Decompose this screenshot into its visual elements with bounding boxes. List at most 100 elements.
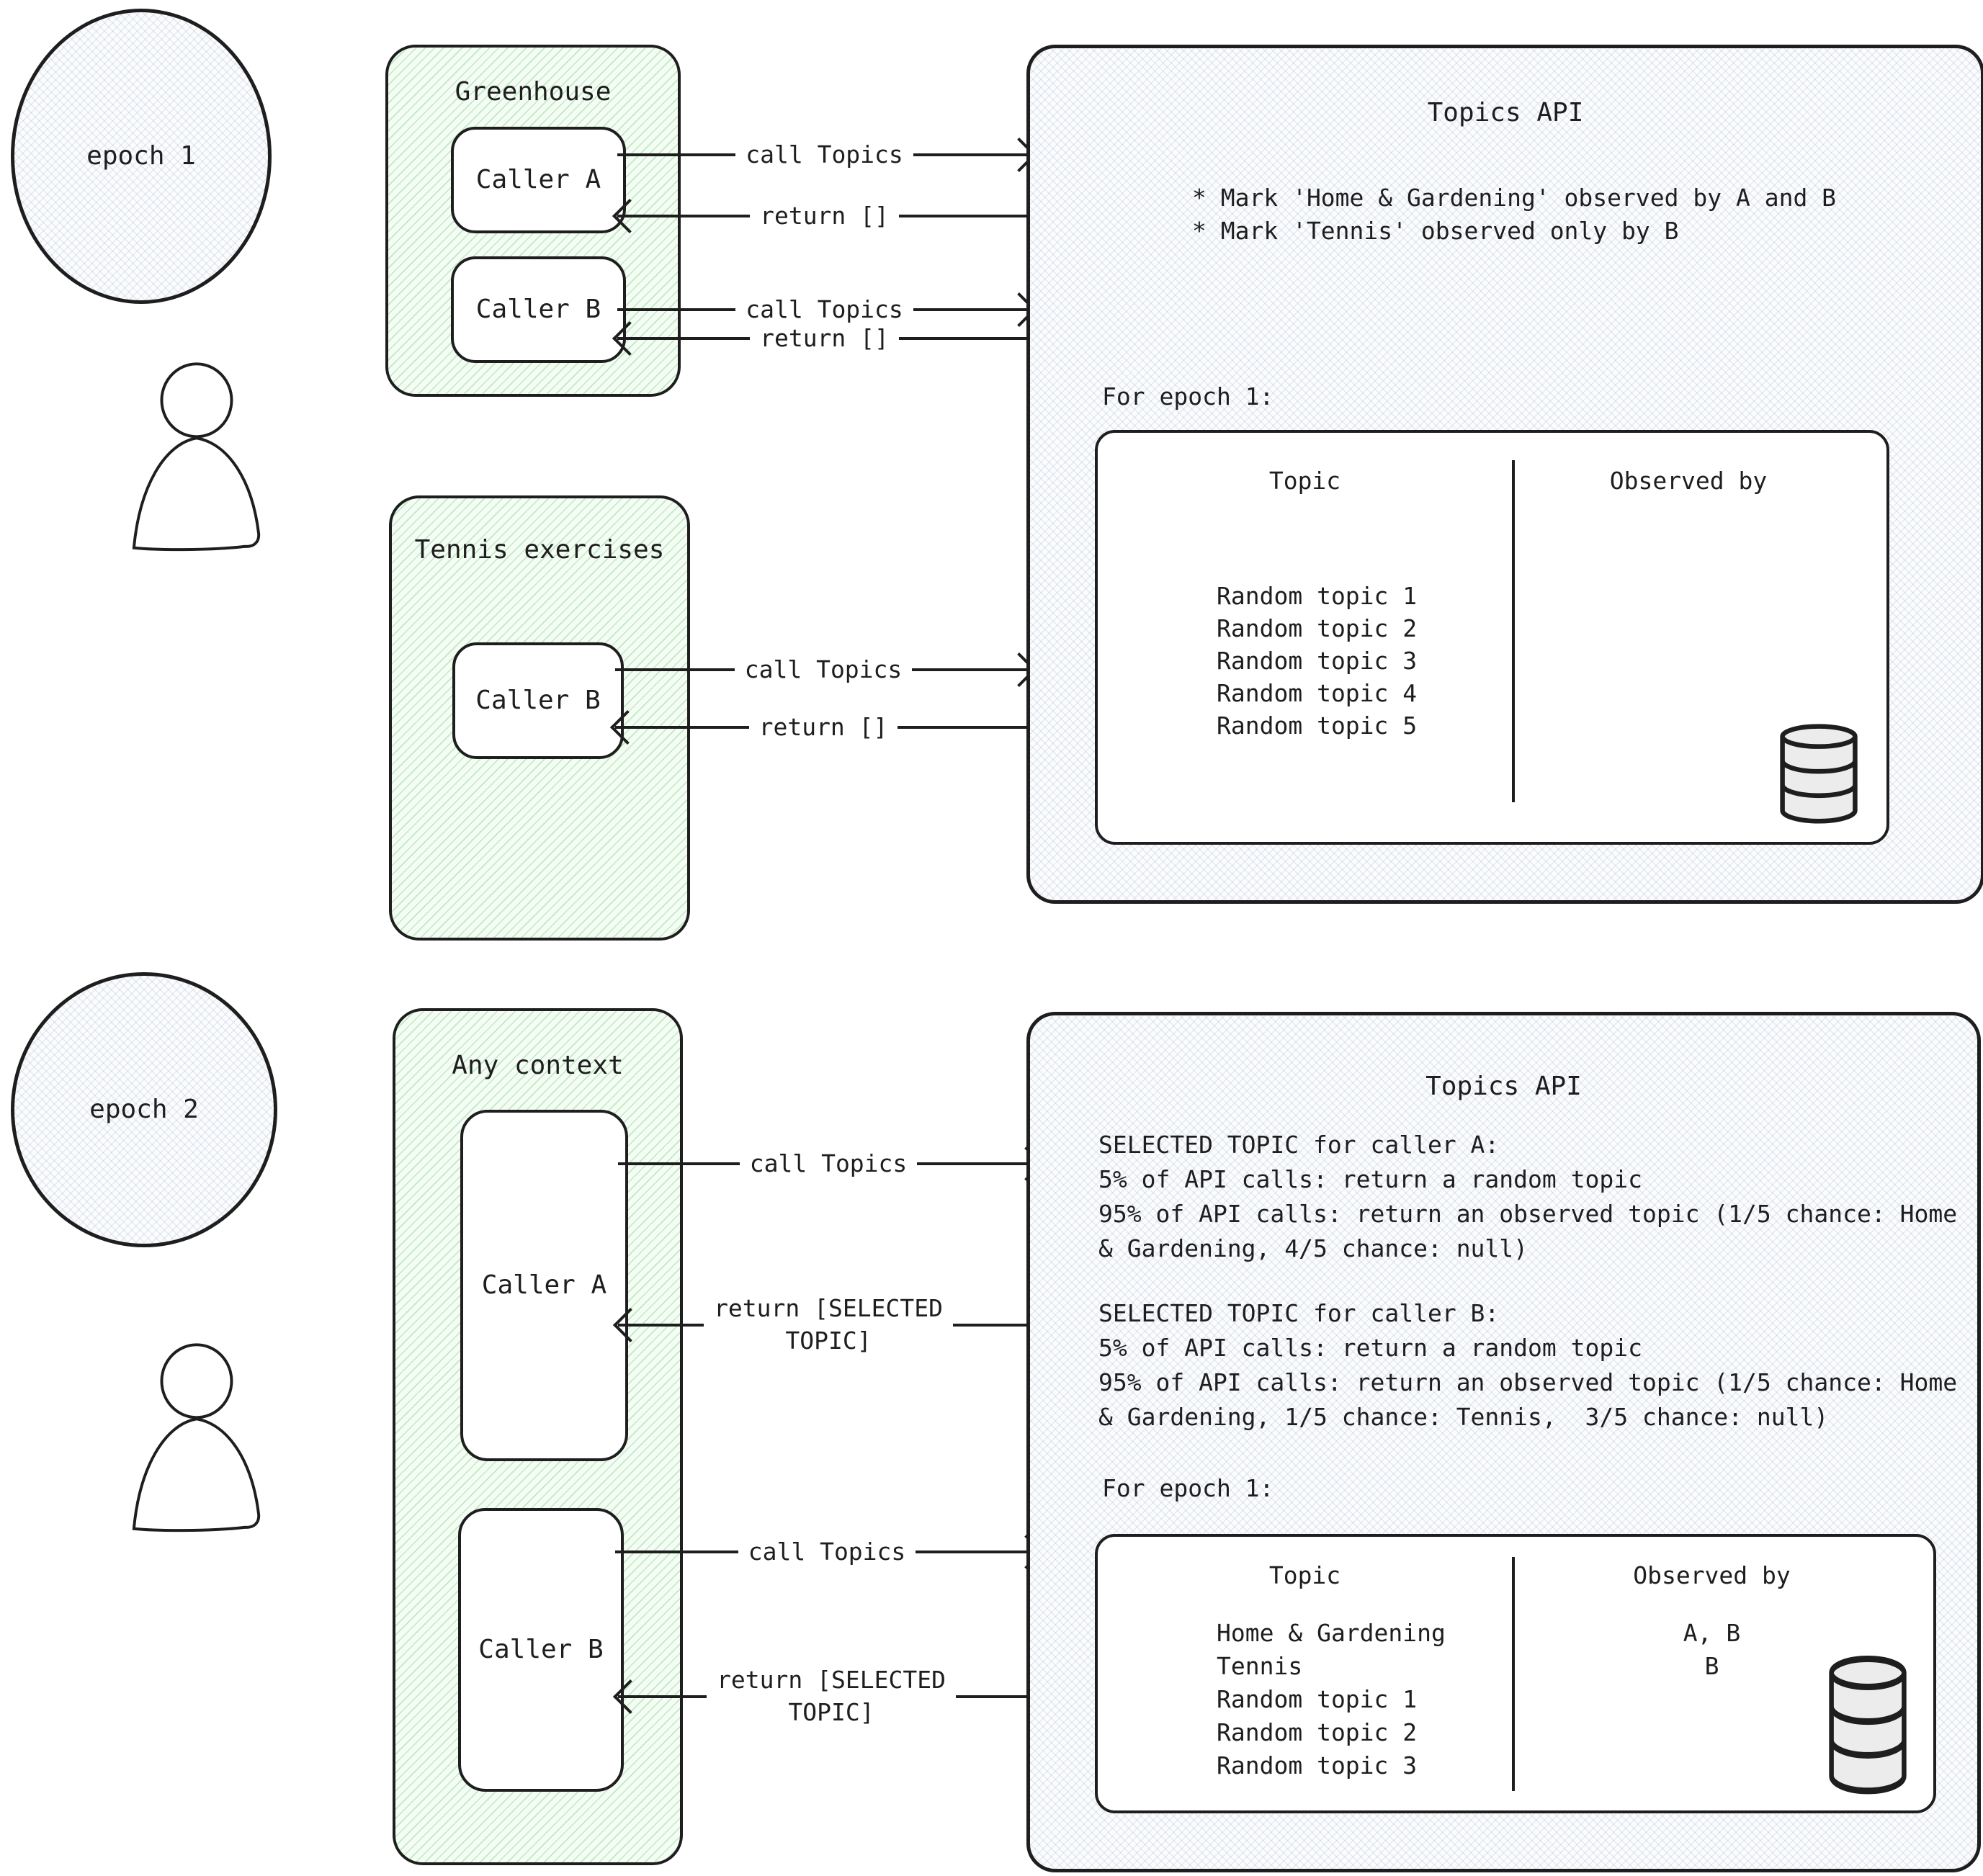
column-header-observed: Observed by [1633, 1561, 1791, 1589]
epoch-topics-table: Topic Observed by Random topic 1 Random … [1095, 430, 1889, 845]
arrow-label: call Topics [749, 1149, 908, 1177]
epoch1-label: epoch 1 [86, 140, 196, 171]
arrow-return-selected: return [SELECTED TOPIC] [612, 1646, 1045, 1747]
caller-a-label: Caller A [481, 1270, 607, 1300]
arrow-line [617, 308, 736, 311]
person-icon [132, 362, 261, 552]
arrow-line [618, 1695, 707, 1698]
table-row-topic: Random topic 3 [1217, 647, 1418, 675]
arrow-label: return [] [758, 712, 888, 741]
selection-rule-line: & Gardening, 1/5 chance: Tennis, 3/5 cha… [1098, 1403, 1829, 1431]
arrow-line [617, 215, 751, 217]
table-row-topic: Random topic 4 [1217, 679, 1418, 707]
arrow-line [952, 1324, 1039, 1327]
arrow-line [898, 215, 1031, 217]
arrow-line [618, 1324, 704, 1327]
any-context-box: Any context Caller A Caller B [393, 1008, 683, 1865]
table-row-topic: Home & Gardening [1217, 1619, 1446, 1647]
arrow-return-selected: return [SELECTED TOPIC] [612, 1275, 1039, 1375]
arrow-line [898, 337, 1031, 340]
topics-api-title: Topics API [1427, 98, 1584, 127]
topics-api-box-epoch2: Topics API SELECTED TOPIC for caller A: … [1026, 1012, 1981, 1872]
arrow-line [615, 726, 749, 729]
epoch1-circle: epoch 1 [11, 9, 272, 304]
tennis-context-box: Tennis exercises Caller B [389, 495, 690, 941]
column-divider [1512, 1557, 1515, 1791]
epoch2-circle: epoch 2 [11, 972, 277, 1247]
arrow-line [955, 1695, 1045, 1698]
caller-a-box: Caller A [460, 1110, 628, 1461]
column-divider [1512, 460, 1515, 802]
for-epoch-label: For epoch 1: [1102, 382, 1274, 410]
api-note-line: * Mark 'Home & Gardening' observed by A … [1192, 184, 1837, 212]
selection-rule-line: 95% of API calls: return an observed top… [1098, 1200, 1958, 1228]
arrow-line [617, 337, 751, 340]
database-icon [1829, 1655, 1907, 1795]
arrowhead-left-icon [612, 320, 648, 356]
table-row-observed: B [1704, 1652, 1719, 1680]
arrow-line [916, 1550, 1039, 1553]
arrow-label: return [SELECTED TOPIC] [714, 1294, 943, 1355]
caller-b-label: Caller B [475, 685, 601, 715]
arrow-label: return [SELECTED TOPIC] [717, 1666, 946, 1726]
arrow-label: call Topics [746, 140, 903, 169]
column-header-observed: Observed by [1609, 467, 1768, 495]
arrow-return-empty: return [] [612, 317, 1031, 360]
selection-rule-line: 5% of API calls: return a random topic [1098, 1165, 1642, 1193]
caller-a-box: Caller A [451, 127, 626, 233]
arrowhead-left-icon [612, 1679, 648, 1715]
arrow-call-topics: call Topics [617, 288, 1037, 331]
arrow-call-topics: call Topics [618, 1142, 1044, 1185]
column-header-topic: Topic [1268, 1561, 1341, 1589]
arrow-label: call Topics [746, 295, 903, 323]
table-row-topic: Random topic 1 [1217, 582, 1418, 610]
arrow-line [913, 308, 1032, 311]
person-icon [132, 1343, 261, 1532]
epoch-topics-table: Topic Observed by Home & Gardening Tenni… [1095, 1534, 1936, 1813]
caller-b-box: Caller B [458, 1508, 624, 1792]
selection-rule-line: & Gardening, 4/5 chance: null) [1098, 1234, 1528, 1262]
api-note-line: * Mark 'Tennis' observed only by B [1192, 217, 1679, 245]
greenhouse-title: Greenhouse [455, 77, 612, 107]
database-icon [1780, 724, 1858, 824]
arrowhead-left-icon [609, 709, 645, 745]
arrow-line [917, 1162, 1039, 1165]
arrow-line [618, 1162, 740, 1165]
selection-rule-line: 95% of API calls: return an observed top… [1098, 1368, 1958, 1396]
caller-b-label: Caller B [478, 1634, 604, 1664]
topics-api-box-epoch1: Topics API * Mark 'Home & Gardening' obs… [1026, 45, 1983, 904]
table-row-topic: Random topic 3 [1217, 1751, 1418, 1779]
table-row-topic: Random topic 1 [1217, 1685, 1418, 1713]
caller-b-box: Caller B [452, 642, 624, 759]
arrow-line [615, 668, 735, 671]
column-header-topic: Topic [1268, 467, 1341, 495]
arrow-label: call Topics [748, 1537, 906, 1566]
for-epoch-label: For epoch 1: [1102, 1474, 1274, 1502]
tennis-title: Tennis exercises [414, 535, 665, 565]
table-row-topic: Random topic 5 [1217, 712, 1418, 740]
arrowhead-left-icon [612, 1307, 648, 1343]
arrow-return-empty: return [] [609, 706, 1031, 749]
caller-a-label: Caller A [475, 164, 601, 194]
arrow-line [912, 668, 1032, 671]
arrow-line [898, 726, 1031, 729]
arrow-line [617, 153, 736, 156]
arrow-call-topics: call Topics [617, 133, 1037, 176]
arrow-line [615, 1550, 738, 1553]
any-context-title: Any context [452, 1051, 624, 1080]
arrow-line [913, 153, 1032, 156]
table-row-topic: Random topic 2 [1217, 614, 1418, 642]
arrow-label: return [] [760, 323, 889, 352]
selection-rule-line: SELECTED TOPIC for caller B: [1098, 1299, 1500, 1327]
table-row-topic: Tennis [1217, 1652, 1303, 1680]
arrow-label: return [] [760, 201, 889, 230]
arrow-return-empty: return [] [612, 194, 1031, 238]
arrowhead-left-icon [612, 198, 648, 234]
caller-b-box: Caller B [451, 256, 626, 363]
arrow-label: call Topics [744, 655, 903, 683]
table-row-observed: A, B [1683, 1619, 1741, 1647]
arrow-call-topics: call Topics [615, 1530, 1044, 1574]
table-row-topic: Random topic 2 [1217, 1718, 1418, 1746]
epoch2-label: epoch 2 [89, 1094, 199, 1124]
